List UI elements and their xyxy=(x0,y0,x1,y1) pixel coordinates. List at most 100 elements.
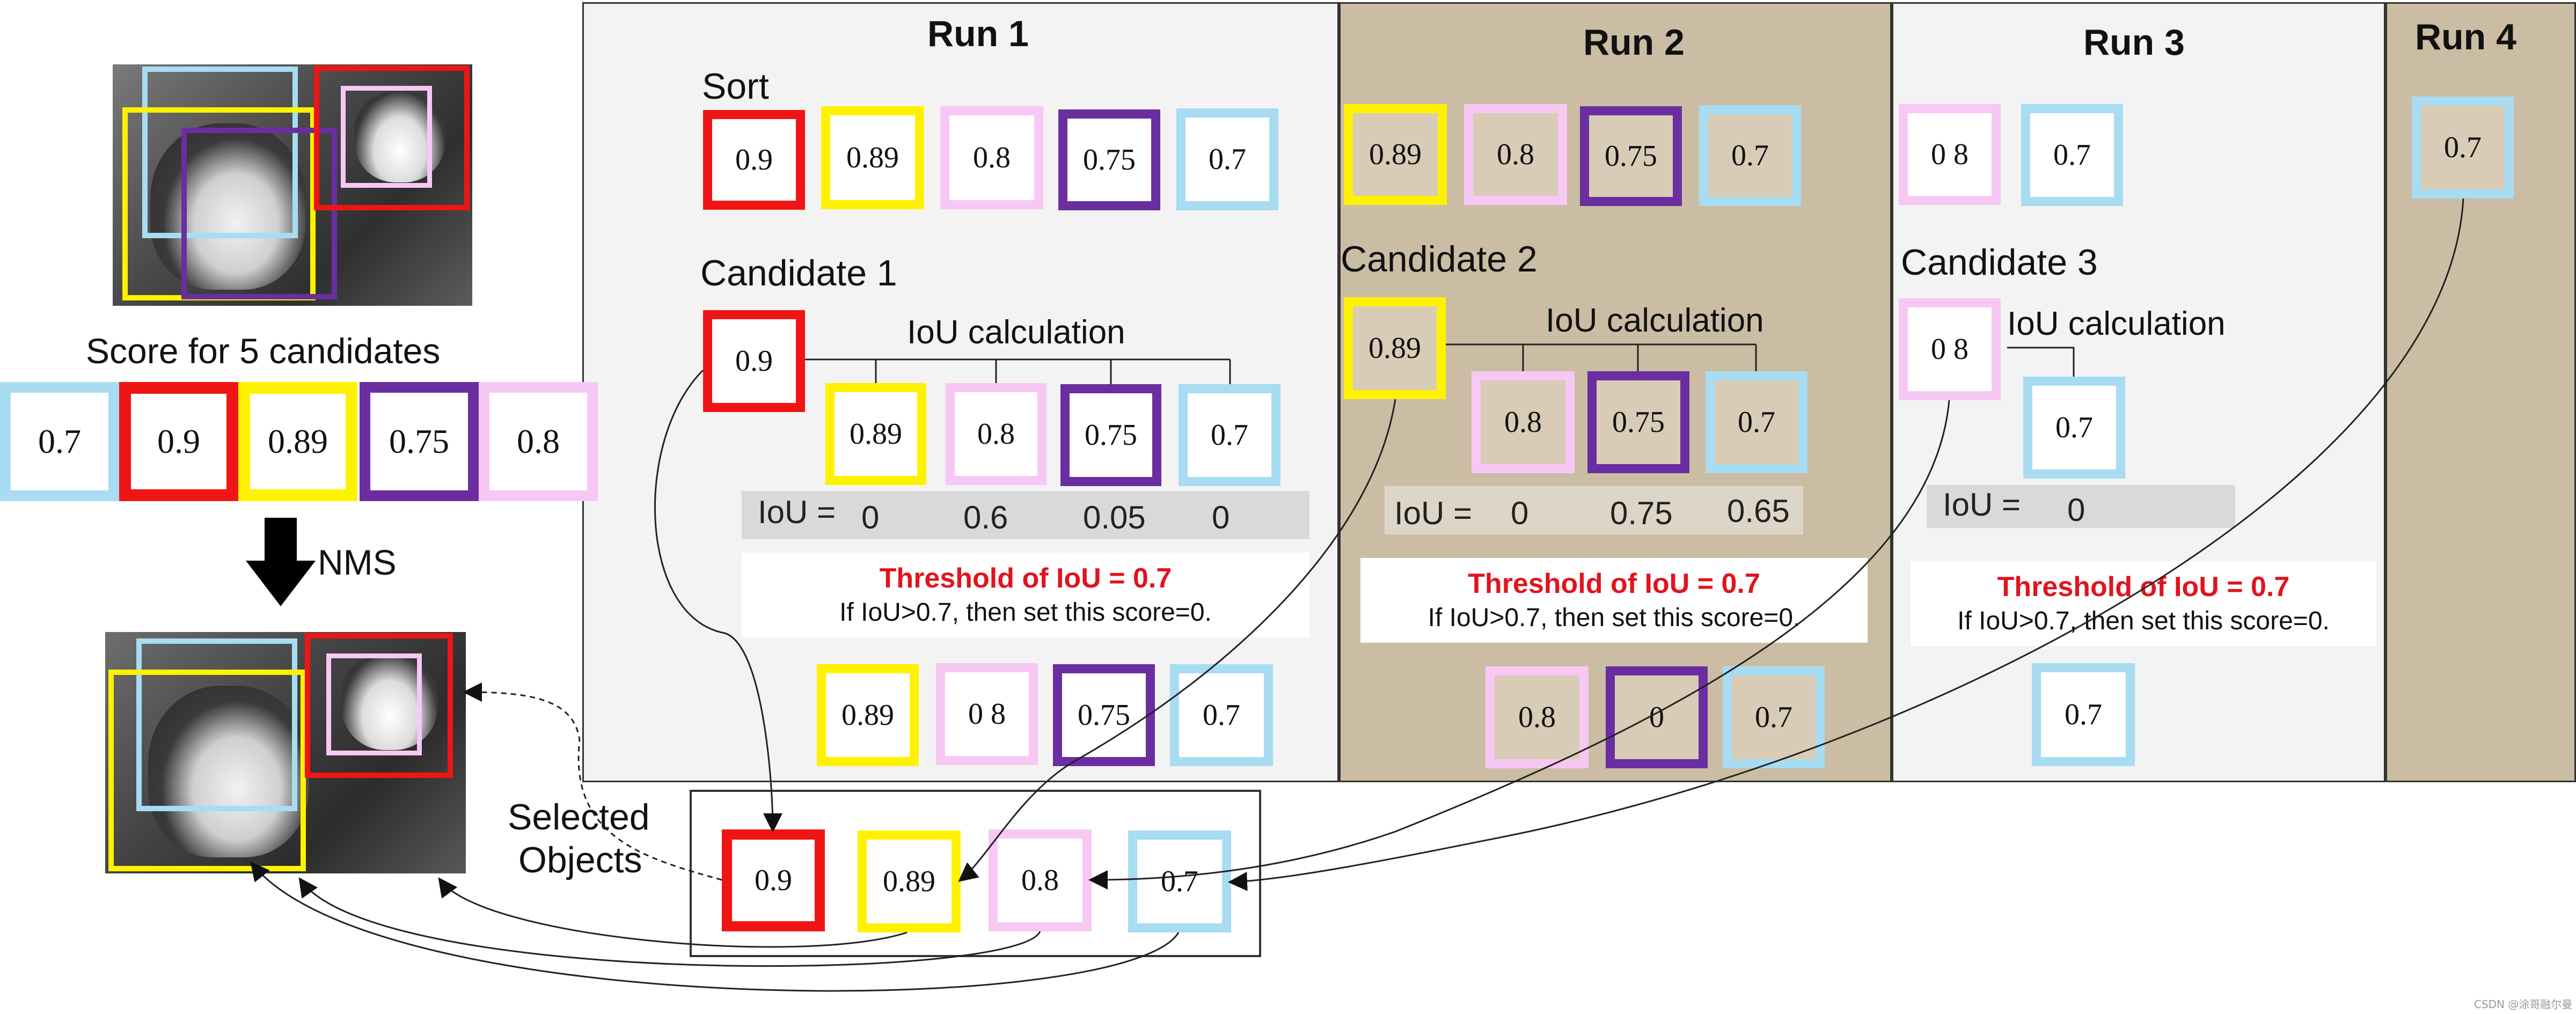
run2-iou-prefix: IoU = xyxy=(1394,495,1473,531)
run1-compare-pink: 0.8 xyxy=(946,383,1046,485)
run-1-title: Run 1 xyxy=(927,13,1029,54)
out-box-red xyxy=(305,633,453,778)
selected-label-line1: Selected xyxy=(508,797,650,837)
run1-threshold-box: Threshold of IoU = 0.7 If IoU>0.7, then … xyxy=(742,553,1309,637)
run2-rule-text: If IoU>0.7, then set this score=0. xyxy=(1428,604,1801,632)
score-box-yellow: 0.89 xyxy=(238,382,357,501)
run3-threshold-text: Threshold of IoU = 0.7 xyxy=(1997,571,2290,602)
run1-result-yellow: 0.89 xyxy=(817,664,919,766)
run2-tree-line xyxy=(1446,343,1757,371)
run1-candidate-box: 0.9 xyxy=(703,310,805,412)
run1-compare-yellow: 0.89 xyxy=(825,383,926,485)
run-4-title: Run 4 xyxy=(2415,17,2516,57)
run1-sorted-blue: 0.7 xyxy=(1176,108,1278,210)
run3-compare-blue: 0.7 xyxy=(2023,377,2125,479)
selected-label-line2: Objects xyxy=(518,840,642,880)
run1-sorted-red: 0.9 xyxy=(703,110,805,210)
run1-rule-text: If IoU>0.7, then set this score=0. xyxy=(839,598,1212,627)
dog-image-input xyxy=(113,64,472,306)
run3-sorted-pink: 0 8 xyxy=(1899,104,2001,205)
run1-iou-value: 0.6 xyxy=(963,499,1008,535)
out-box-pink xyxy=(326,653,422,755)
run2-iou-value: 0 xyxy=(1511,495,1529,531)
selected-objects-frame xyxy=(690,790,1261,957)
selected-red: 0.9 xyxy=(722,829,825,931)
box-red xyxy=(314,65,470,210)
run1-iou-prefix: IoU = xyxy=(758,494,836,530)
run2-compare-blue: 0.7 xyxy=(1706,371,1807,473)
run3-result-blue: 0.7 xyxy=(2032,663,2135,766)
dog-face-right-out xyxy=(341,653,438,750)
box-purple xyxy=(181,128,337,299)
run3-threshold-box: Threshold of IoU = 0.7 If IoU>0.7, then … xyxy=(1911,561,2376,646)
run1-compare-purple: 0.75 xyxy=(1060,384,1161,486)
selected-yellow: 0.89 xyxy=(858,831,961,932)
run1-iou-value: 0.05 xyxy=(1083,499,1146,535)
run2-threshold-box: Threshold of IoU = 0.7 If IoU>0.7, then … xyxy=(1360,558,1868,643)
run2-result-blue: 0.7 xyxy=(1723,666,1825,768)
run2-iou-value: 0.75 xyxy=(1610,495,1673,531)
run2-iou-bar xyxy=(1385,486,1803,534)
candidate-3-label: Candidate 3 xyxy=(1901,242,2098,283)
score-box-red: 0.9 xyxy=(119,382,238,501)
selected-red-return xyxy=(463,682,722,881)
run1-tree-line xyxy=(805,358,1231,384)
run2-compare-pink: 0.8 xyxy=(1472,371,1575,473)
candidate-1-arrow xyxy=(654,369,782,833)
candidate-1-label: Candidate 1 xyxy=(700,253,897,293)
box-light-blue xyxy=(142,67,298,238)
run1-result-blue: 0.7 xyxy=(1170,664,1273,766)
selected-pink-return xyxy=(298,877,1041,967)
run3-iou-bar xyxy=(1927,485,2235,528)
box-pink xyxy=(341,86,432,188)
run1-sorted-purple: 0.75 xyxy=(1058,109,1160,210)
run-2-title: Run 2 xyxy=(1583,22,1685,63)
dog-image-output xyxy=(105,632,466,873)
run1-result-pink: 0 8 xyxy=(936,663,1038,765)
run2-threshold-text: Threshold of IoU = 0.7 xyxy=(1468,568,1760,599)
dog-face-left-out xyxy=(148,686,309,857)
run3-iou-calc-label: IoU calculation xyxy=(2007,305,2226,342)
run2-iou-calc-label: IoU calculation xyxy=(1546,302,1764,339)
run3-rule-text: If IoU>0.7, then set this score=0. xyxy=(1957,607,2330,635)
run2-result-purple: 0 xyxy=(1606,666,1708,768)
run1-iou-value: 0 xyxy=(1212,499,1230,535)
candidate-2-arrow xyxy=(958,399,1396,882)
run2-candidate-box: 0.89 xyxy=(1344,297,1446,399)
watermark: CSDN @涂哥融尔曼 xyxy=(2474,998,2573,1011)
run2-iou-value: 0.65 xyxy=(1727,493,1790,529)
selected-pink: 0.8 xyxy=(989,829,1092,931)
nms-label: NMS xyxy=(318,542,397,582)
run4-sorted-blue: 0.7 xyxy=(2412,97,2514,199)
run4-arrow xyxy=(1228,198,2464,891)
score-box-pink: 0.8 xyxy=(479,382,598,501)
run1-sorted-pink: 0.8 xyxy=(940,106,1043,209)
score-label: Score for 5 candidates xyxy=(86,331,441,371)
run3-sorted-blue: 0.7 xyxy=(2021,104,2123,206)
nms-arrow-icon xyxy=(246,518,316,606)
selected-yellow-return xyxy=(438,877,908,948)
run1-iou-bar xyxy=(742,491,1309,539)
run2-sorted-pink: 0.8 xyxy=(1464,104,1567,205)
dog-face-left xyxy=(150,123,306,290)
run2-sorted-blue: 0.7 xyxy=(1699,105,1801,206)
run1-iou-calc-label: IoU calculation xyxy=(907,314,1125,351)
run-3-title: Run 3 xyxy=(2083,22,2185,63)
score-box-blue: 0.7 xyxy=(0,382,119,501)
run1-iou-value: 0 xyxy=(861,499,880,535)
run3-iou-value: 0 xyxy=(2067,492,2085,528)
out-box-yellow xyxy=(108,670,306,871)
run1-threshold-text: Threshold of IoU = 0.7 xyxy=(879,563,1172,594)
out-box-blue xyxy=(136,638,297,811)
run1-sorted-yellow: 0.89 xyxy=(821,106,924,209)
sort-label: Sort xyxy=(702,66,769,107)
run2-sorted-purple: 0.75 xyxy=(1580,106,1682,206)
score-box-purple: 0.75 xyxy=(360,382,479,501)
selected-blue: 0.7 xyxy=(1128,831,1231,932)
run1-result-purple: 0.75 xyxy=(1053,664,1155,766)
run1-compare-blue: 0.7 xyxy=(1179,384,1280,486)
run2-compare-purple: 0.75 xyxy=(1587,371,1689,473)
candidate-3-arrow xyxy=(1088,400,1950,890)
run3-candidate-box: 0 8 xyxy=(1899,298,2001,400)
